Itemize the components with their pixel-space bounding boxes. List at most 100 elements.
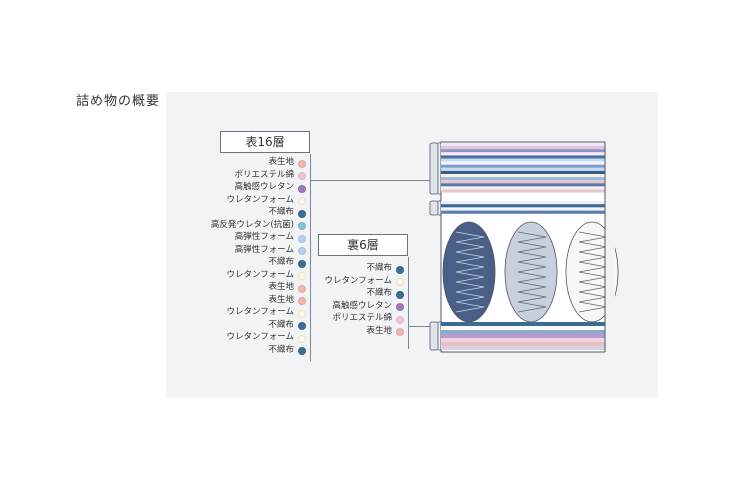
bottom-group-layer-label: 不織布 bbox=[366, 263, 392, 273]
layer-color-dot bbox=[298, 197, 306, 205]
layer-color-dot bbox=[298, 184, 306, 193]
bottom-layer-stripe bbox=[441, 334, 605, 338]
top-group-layer-item: 不織布 bbox=[200, 319, 306, 332]
middle-layer-stripe bbox=[441, 201, 605, 205]
layer-color-dot bbox=[298, 222, 306, 230]
top-layer-stripe bbox=[441, 177, 605, 181]
top-group-bracket bbox=[310, 154, 311, 361]
bottom-layer-stripe bbox=[441, 342, 605, 346]
connector-top bbox=[310, 180, 430, 181]
top-layer-stripe bbox=[441, 143, 605, 147]
top-group-layer-label: 高弾性フォーム bbox=[234, 244, 294, 255]
top-group-layer-item: 高弾性フォーム bbox=[200, 231, 306, 244]
layer-color-dot bbox=[396, 315, 404, 324]
layer-color-dot bbox=[396, 290, 404, 299]
bottom-group-layer-label: ポリエステル綿 bbox=[332, 313, 392, 323]
top-group-layer-label: 不織布 bbox=[268, 207, 294, 217]
top-group-layer-label: 表生地 bbox=[268, 294, 294, 305]
layer-color-dot bbox=[298, 234, 306, 243]
bottom-layer-stripe bbox=[441, 330, 605, 334]
top-group-layer-item: ウレタンフォーム bbox=[200, 331, 306, 344]
top-layer-stripe bbox=[441, 167, 605, 171]
layer-color-dot bbox=[298, 322, 306, 330]
top-layer-stripe bbox=[441, 155, 605, 159]
pocket-spring-1 bbox=[442, 221, 496, 323]
top-layer-stripe bbox=[441, 174, 605, 178]
middle-layer-stripe bbox=[441, 207, 605, 211]
top-layer-stripe bbox=[441, 164, 605, 168]
spring-coil-3 bbox=[578, 231, 608, 313]
top-group-layer-item: ウレタンフォーム bbox=[200, 306, 306, 319]
frame-clip bbox=[605, 142, 615, 354]
layer-color-dot bbox=[396, 303, 404, 311]
top-layer-stripe bbox=[441, 189, 605, 193]
bottom-group-layer-item: ウレタンフォーム bbox=[300, 275, 404, 288]
layer-color-dot bbox=[298, 309, 306, 318]
layer-color-dot bbox=[298, 259, 306, 268]
layer-color-dot bbox=[396, 265, 404, 274]
top-layer-stripe bbox=[441, 186, 605, 190]
pocket-spring-2 bbox=[504, 221, 558, 323]
bottom-group-layer-label: 表生地 bbox=[366, 325, 392, 336]
bottom-group-layer-label: 高触感ウレタン bbox=[332, 300, 392, 311]
top-group-layer-item: ウレタンフォーム bbox=[200, 269, 306, 282]
top-layer-stripe bbox=[441, 170, 605, 174]
bottom-group-layer-item: 表生地 bbox=[300, 325, 404, 338]
layer-color-dot bbox=[298, 272, 306, 280]
mid-section-bracket bbox=[429, 200, 439, 216]
top-group-layer-item: 高弾性フォーム bbox=[200, 244, 306, 257]
bottom-group-title: 裏6層 bbox=[318, 234, 408, 256]
top-group-title: 表16層 bbox=[220, 131, 310, 153]
top-group-layer-item: 高触感ウレタン bbox=[200, 181, 306, 194]
bottom-group-layer-list: 不織布ウレタンフォーム不織布高触感ウレタンポリエステル綿表生地 bbox=[300, 262, 404, 337]
top-layer-stripe bbox=[441, 161, 605, 165]
top-group-layer-item: 高反発ウレタン(抗菌) bbox=[200, 219, 306, 232]
layer-color-dot bbox=[396, 328, 404, 336]
top-layer-stripe bbox=[441, 183, 605, 187]
top-group-layer-list: 表生地ポリエステル綿高触感ウレタンウレタンフォーム不織布高反発ウレタン(抗菌)高… bbox=[200, 156, 306, 356]
bottom-group-layer-item: 不織布 bbox=[300, 262, 404, 275]
layer-color-dot bbox=[298, 209, 306, 218]
layer-color-dot bbox=[298, 284, 306, 293]
spring-coil-1 bbox=[455, 231, 485, 313]
top-group-layer-label: 不織布 bbox=[268, 257, 294, 267]
bottom-layer-stripe bbox=[441, 322, 605, 326]
top-group-layer-item: 不織布 bbox=[200, 206, 306, 219]
top-group-layer-item: ポリエステル綿 bbox=[200, 169, 306, 182]
top-group-layer-label: 表生地 bbox=[268, 157, 294, 167]
bottom-group-layer-item: 不織布 bbox=[300, 287, 404, 300]
top-group-layer-item: 表生地 bbox=[200, 294, 306, 307]
top-group-layer-item: 表生地 bbox=[200, 156, 306, 169]
layer-color-dot bbox=[298, 334, 306, 343]
bottom-group-layer-label: ウレタンフォーム bbox=[324, 275, 393, 286]
top-group-layer-item: 不織布 bbox=[200, 344, 306, 357]
bottom-group-bracket bbox=[408, 257, 409, 349]
top-group-layer-label: ウレタンフォーム bbox=[226, 307, 295, 317]
top-layer-stripe bbox=[441, 152, 605, 156]
bottom-layer-stripe bbox=[441, 326, 605, 330]
top-group-layer-label: 高触感ウレタン bbox=[234, 182, 294, 192]
layer-color-dot bbox=[298, 247, 306, 255]
layer-color-dot bbox=[298, 159, 306, 168]
top-layer-stripe bbox=[441, 158, 605, 162]
top-section-bracket bbox=[429, 142, 439, 195]
bottom-section-bracket bbox=[429, 321, 439, 351]
bottom-group-layer-item: ポリエステル綿 bbox=[300, 312, 404, 325]
layer-color-dot bbox=[298, 347, 306, 355]
middle-layer-stripe bbox=[441, 204, 605, 208]
top-group-layer-label: 不織布 bbox=[268, 319, 294, 330]
top-group-layer-label: ウレタンフォーム bbox=[226, 194, 295, 205]
page-heading: 詰め物の概要 bbox=[76, 94, 161, 109]
bottom-layer-stripe bbox=[441, 346, 605, 350]
top-group-layer-item: 表生地 bbox=[200, 281, 306, 294]
top-group-layer-label: ウレタンフォーム bbox=[226, 332, 295, 342]
bottom-layer-stripe bbox=[441, 338, 605, 342]
middle-layer-stripe bbox=[441, 210, 605, 214]
layer-color-dot bbox=[396, 278, 404, 286]
top-group-layer-item: ウレタンフォーム bbox=[200, 194, 306, 207]
connector-bottom bbox=[408, 326, 430, 327]
bottom-group-layer-label: 不織布 bbox=[366, 288, 392, 298]
top-group-layer-label: 表生地 bbox=[268, 282, 294, 292]
top-layer-stripe bbox=[441, 146, 605, 150]
